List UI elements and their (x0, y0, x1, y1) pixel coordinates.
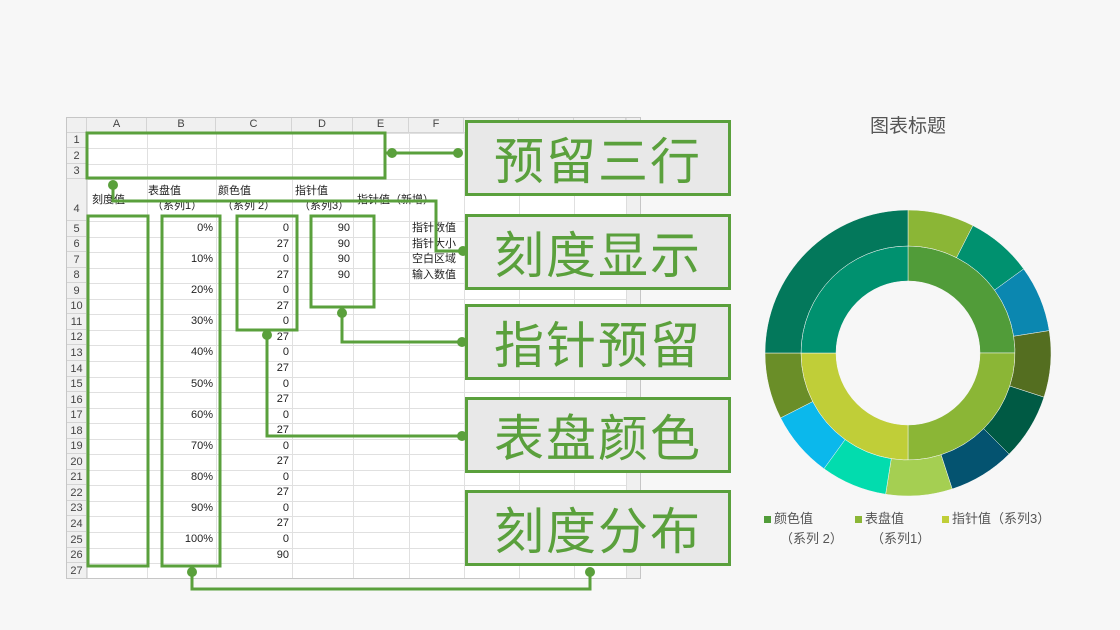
cell-b[interactable]: 27 (276, 486, 289, 498)
cell-b[interactable]: 0 (282, 440, 289, 452)
cell-a[interactable]: 20% (190, 284, 213, 296)
row-header[interactable]: 14 (67, 361, 87, 377)
cell-b[interactable]: 0 (282, 253, 289, 265)
connector-dial-color (265, 335, 462, 438)
connector-scale-distribution (190, 572, 592, 591)
legend-item-pointer[interactable]: 指针值（系列3） (942, 509, 1050, 529)
cell-c[interactable]: 90 (337, 253, 350, 265)
cell-b[interactable]: 27 (276, 393, 289, 405)
connector-scale-display (111, 185, 463, 253)
cell-a[interactable]: 100% (184, 533, 213, 545)
cell-e[interactable]: 输入数值 (412, 269, 456, 281)
cell-a[interactable]: 90% (190, 502, 213, 514)
cell-a[interactable]: 50% (190, 378, 213, 390)
select-all-corner[interactable] (67, 118, 87, 133)
cell-b[interactable]: 27 (276, 238, 289, 250)
cell-e[interactable]: 指针大小 (412, 238, 456, 250)
row-header[interactable]: 21 (67, 470, 87, 485)
cell-b[interactable]: 0 (282, 378, 289, 390)
rows-1-3-highlight (85, 131, 387, 180)
row-header[interactable]: 26 (67, 548, 87, 563)
label-dial-color: 表盘颜色 (465, 397, 731, 473)
cell-c[interactable]: 90 (337, 222, 350, 234)
cell-b[interactable]: 0 (282, 533, 289, 545)
row-header[interactable]: 17 (67, 408, 87, 423)
legend-swatch (855, 516, 862, 524)
label-reserve-rows: 预留三行 (465, 120, 731, 196)
cell-e[interactable]: 空白区域 (412, 253, 456, 265)
cell-a[interactable]: 10% (190, 253, 213, 265)
cell-a[interactable]: 80% (190, 471, 213, 483)
cell-b[interactable]: 27 (276, 424, 289, 436)
column-a-highlight (86, 214, 150, 568)
legend-item-color[interactable]: 颜色值（系列 2） (764, 509, 843, 549)
label-pointer-reserve: 指针预留 (465, 304, 731, 380)
column-b-highlight (160, 214, 222, 568)
cell-c[interactable]: 90 (337, 238, 350, 250)
column-c-highlight (235, 214, 299, 332)
cell-b[interactable]: 27 (276, 517, 289, 529)
chart-title[interactable]: 图表标题 (869, 116, 946, 137)
row-header[interactable]: 4 (67, 179, 87, 221)
column-header[interactable]: F (409, 118, 464, 133)
row-header[interactable]: 27 (67, 563, 87, 578)
label-scale-distribution: 刻度分布 (465, 490, 731, 566)
row-header[interactable]: 10 (67, 299, 87, 314)
cell-b[interactable]: 27 (276, 269, 289, 281)
row-header[interactable]: 19 (67, 439, 87, 454)
legend-item-dial[interactable]: 表盘值（系列1） (855, 509, 930, 549)
header-a[interactable]: 刻度值 (92, 194, 125, 206)
cell-a[interactable]: 0% (197, 222, 213, 234)
cell-a[interactable]: 40% (190, 346, 213, 358)
column-d-highlight (309, 214, 376, 309)
connector-pointer (340, 313, 462, 344)
cell-a[interactable]: 70% (190, 440, 213, 452)
cell-e[interactable]: 指针数值 (412, 222, 456, 234)
cell-b[interactable]: 0 (282, 284, 289, 296)
cell-b[interactable]: 27 (276, 331, 289, 343)
cell-a[interactable]: 30% (190, 315, 213, 327)
header-d[interactable]: 指针值 (295, 185, 328, 197)
cell-b[interactable]: 90 (276, 549, 289, 561)
cell-b[interactable]: 0 (282, 222, 289, 234)
row-header[interactable]: 13 (67, 345, 87, 361)
cell-b[interactable]: 0 (282, 409, 289, 421)
legend-swatch (764, 516, 771, 524)
legend-swatch (942, 516, 949, 524)
cell-b[interactable]: 27 (276, 455, 289, 467)
cell-a[interactable]: 60% (190, 409, 213, 421)
cell-b[interactable]: 0 (282, 315, 289, 327)
cell-b[interactable]: 0 (282, 346, 289, 358)
cell-b[interactable]: 0 (282, 502, 289, 514)
cell-b[interactable]: 0 (282, 471, 289, 483)
cell-b[interactable]: 27 (276, 362, 289, 374)
cell-b[interactable]: 27 (276, 300, 289, 312)
label-scale-display: 刻度显示 (465, 214, 731, 290)
header-c[interactable]: 颜色值 (218, 185, 251, 197)
cell-c[interactable]: 90 (337, 269, 350, 281)
header-b[interactable]: 表盘值 (148, 185, 181, 197)
